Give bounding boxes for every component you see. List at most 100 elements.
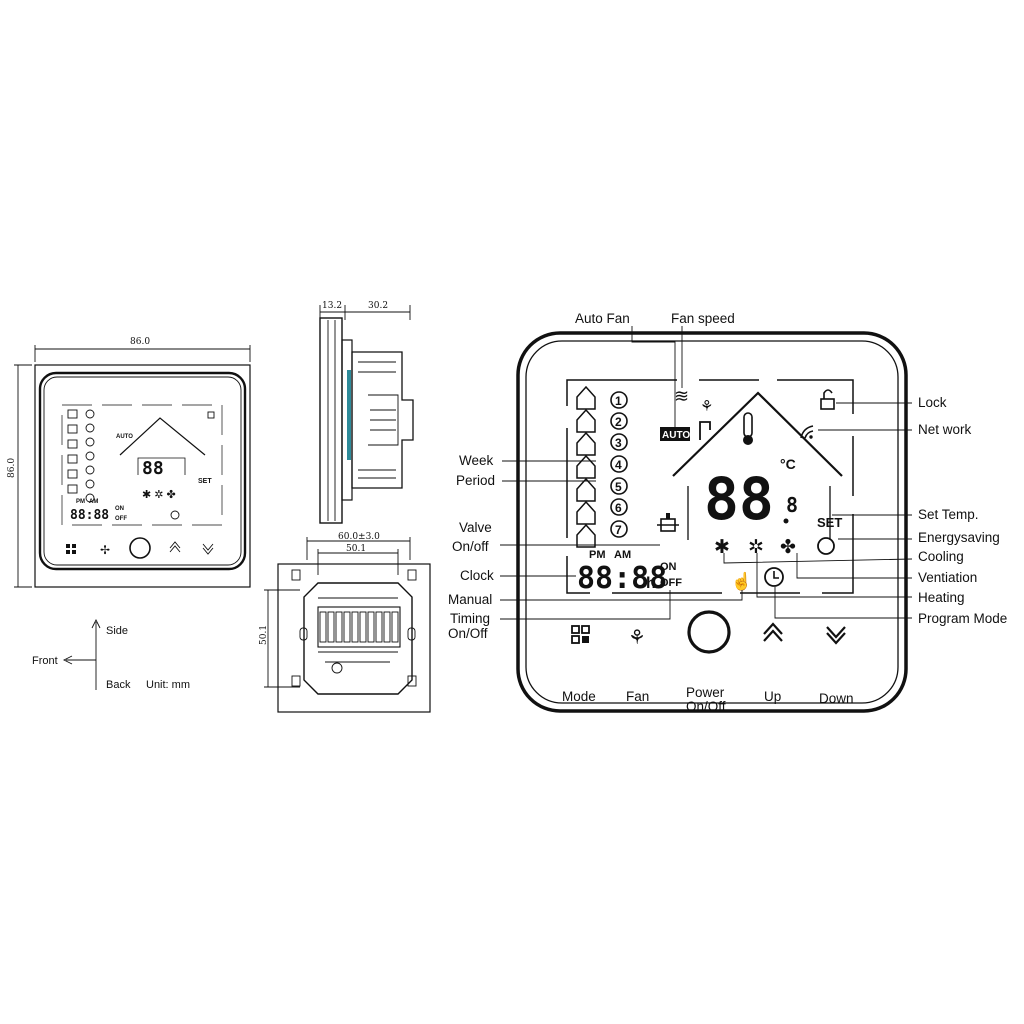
svg-text:5: 5 [615, 480, 622, 494]
am-indicator: AM [614, 549, 631, 561]
wifi-icon [800, 425, 814, 439]
side-view: 13.2 30.2 [319, 301, 414, 524]
valve-icon [657, 513, 679, 532]
mode-button[interactable] [571, 625, 590, 644]
mini-clock-icon [170, 510, 180, 520]
side-label: Side [106, 625, 128, 637]
set-temp-label: Set Temp. [918, 507, 979, 522]
front-view-large: 88 8 °C SET ≋ ⚘ AUTO [448, 311, 1007, 714]
svg-text:✢: ✢ [100, 543, 110, 557]
unit-label: Unit: mm [146, 679, 190, 691]
side-dim-a: 13.2 [322, 301, 342, 311]
mini-clock: 88:88 [70, 508, 109, 523]
on-indicator: ON [660, 561, 677, 573]
power-label-1: Power [686, 685, 725, 700]
celsius: °C [780, 456, 796, 472]
fan-label: Fan [626, 689, 649, 704]
heating-label: Heating [918, 590, 965, 605]
valve-label-2: On/off [452, 539, 489, 554]
clock-label: Clock [460, 568, 494, 583]
hour-unit: h [646, 575, 656, 592]
mini-lock-icon [207, 411, 215, 419]
back-inner-dim: 50.1 [346, 544, 366, 554]
decimal-point [783, 518, 789, 524]
side-dim-b: 30.2 [368, 301, 388, 311]
callout-lines [500, 326, 913, 620]
network-label: Net work [918, 422, 972, 437]
front-height-dim: 86.0 [7, 458, 17, 478]
fan-icon: ⚘ [628, 627, 646, 649]
power-button[interactable] [687, 610, 731, 654]
svg-text:1: 1 [615, 394, 622, 408]
svg-text:6: 6 [615, 501, 622, 515]
up-chevron-icon [763, 622, 783, 642]
valve-label-1: Valve [459, 520, 492, 535]
house-chimney [699, 421, 711, 440]
back-label: Back [106, 679, 131, 691]
cooling-label: Cooling [918, 549, 964, 564]
back-height-dim: 50.1 [259, 625, 269, 645]
thermometer-icon [743, 412, 753, 445]
timing-label-1: Timing [450, 611, 490, 626]
down-button[interactable] [826, 626, 846, 645]
set-indicator: SET [817, 515, 842, 530]
side-blue-strip [347, 370, 351, 460]
week-label: Week [459, 453, 494, 468]
front-view-small: 86.0 86.0 88 SET AUTO PM AM 88:88 ON OFF [7, 337, 251, 588]
temp-digits: 88 [704, 465, 774, 533]
fan-blades-icon: ✤ [780, 537, 796, 558]
lock-label: Lock [918, 395, 947, 410]
back-terminals [319, 611, 399, 643]
auto-fan-label: Auto Fan [575, 311, 630, 326]
up-button[interactable] [763, 622, 783, 642]
mini-pm: PM [76, 499, 85, 505]
small-digit: 8 [786, 493, 798, 517]
mini-mode-icons: ✱ ✲ ✤ [142, 489, 176, 501]
hand-icon: ☝ [731, 571, 752, 592]
period-houses [576, 385, 596, 548]
display-frame [566, 379, 854, 594]
mini-am: AM [89, 499, 98, 505]
down-chevron-icon [826, 626, 846, 645]
off-indicator: OFF [660, 577, 682, 589]
mini-on: ON [115, 506, 124, 512]
mini-temp-digits: 88 [142, 458, 164, 479]
pm-indicator: PM [589, 549, 606, 561]
down-label: Down [819, 691, 854, 706]
auto-indicator: AUTO [662, 430, 690, 441]
svg-text:4: 4 [615, 458, 622, 472]
power-icon [687, 610, 731, 654]
svg-text:2: 2 [615, 415, 622, 429]
mode-icon [571, 625, 590, 644]
bezel-outer [516, 331, 908, 713]
program-mode-label: Program Mode [918, 611, 1007, 626]
energysaving-label: Energysaving [918, 530, 1000, 545]
snowflake-icon: ✱ [714, 537, 730, 558]
mini-off: OFF [115, 516, 127, 522]
period-label: Period [456, 473, 495, 488]
lock-icon [820, 389, 835, 410]
front-width-dim: 86.0 [130, 337, 150, 347]
svg-text:3: 3 [615, 436, 622, 450]
manual-label: Manual [448, 592, 492, 607]
auto-fan-waves-icon: ≋ [674, 386, 689, 406]
mini-auto: AUTO [116, 434, 133, 440]
clock-icon [764, 567, 784, 587]
period-numbers: 1 2 3 4 5 6 7 [610, 391, 628, 538]
sun-icon: ✲ [748, 537, 764, 558]
clock-digits: 88:88 [577, 561, 667, 596]
mini-set: SET [198, 478, 212, 485]
power-label-2: On/Off [686, 699, 726, 714]
orientation-key: Side Front Back Unit: mm [32, 618, 190, 691]
fan-button[interactable]: ⚘ [628, 627, 646, 649]
back-outer-dim: 60.0±3.0 [338, 532, 380, 542]
up-label: Up [764, 689, 781, 704]
fan-speed-icon: ⚘ [700, 398, 713, 415]
ventiation-label: Ventiation [918, 570, 977, 585]
timing-label-2: On/Off [448, 626, 488, 641]
mini-buttons: ✢ [66, 537, 214, 559]
fan-speed-label: Fan speed [671, 311, 735, 326]
front-label: Front [32, 655, 58, 667]
mini-house-column [67, 409, 95, 503]
